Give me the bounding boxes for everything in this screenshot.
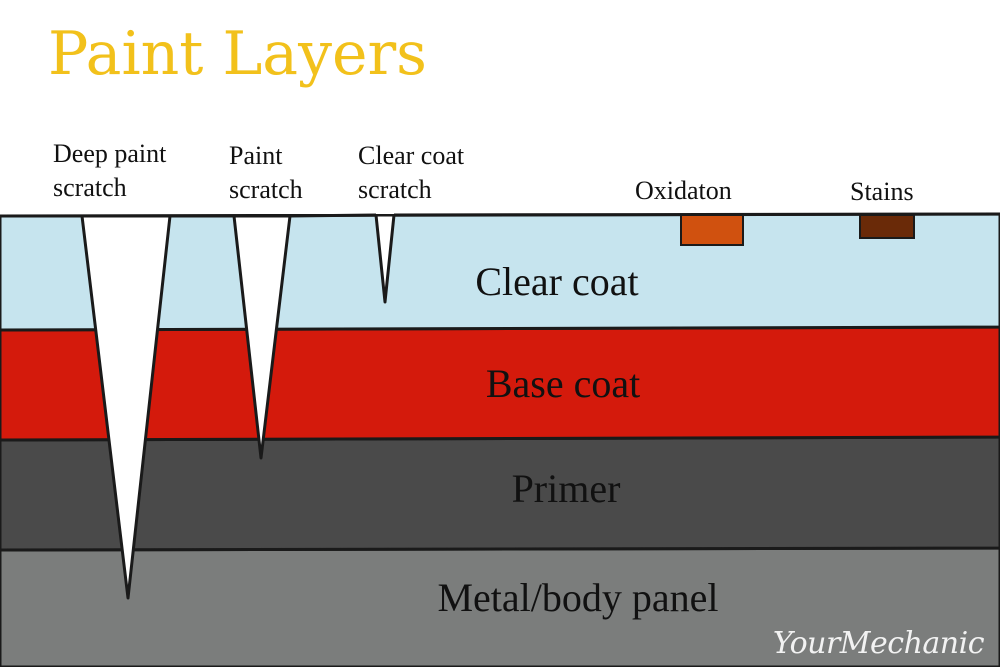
oxidation-label: Oxidaton (635, 176, 732, 205)
primer-label: Primer (511, 466, 621, 511)
primer-layer (0, 435, 1000, 552)
paint-scratch (232, 214, 292, 460)
yourmechanic-watermark: YourMechanic (772, 626, 985, 661)
deep-scratch-label: Deep paint scratch (53, 139, 167, 202)
diagram-title: Paint Layers (48, 19, 427, 89)
base-coat-label: Base coat (485, 361, 641, 406)
stains-patch (859, 214, 915, 239)
oxidation-patch (680, 214, 744, 246)
clear-coat-scratch (374, 213, 396, 304)
metal-panel-label: Metal/body panel (437, 575, 719, 620)
clear-coat-scratch-label: Clear coat scratch (358, 141, 465, 204)
clear-coat-label: Clear coat (475, 259, 639, 304)
paint-scratch-label: Paint scratch (229, 141, 303, 204)
stains-label: Stains (850, 177, 914, 206)
deep-paint-scratch (80, 214, 172, 600)
